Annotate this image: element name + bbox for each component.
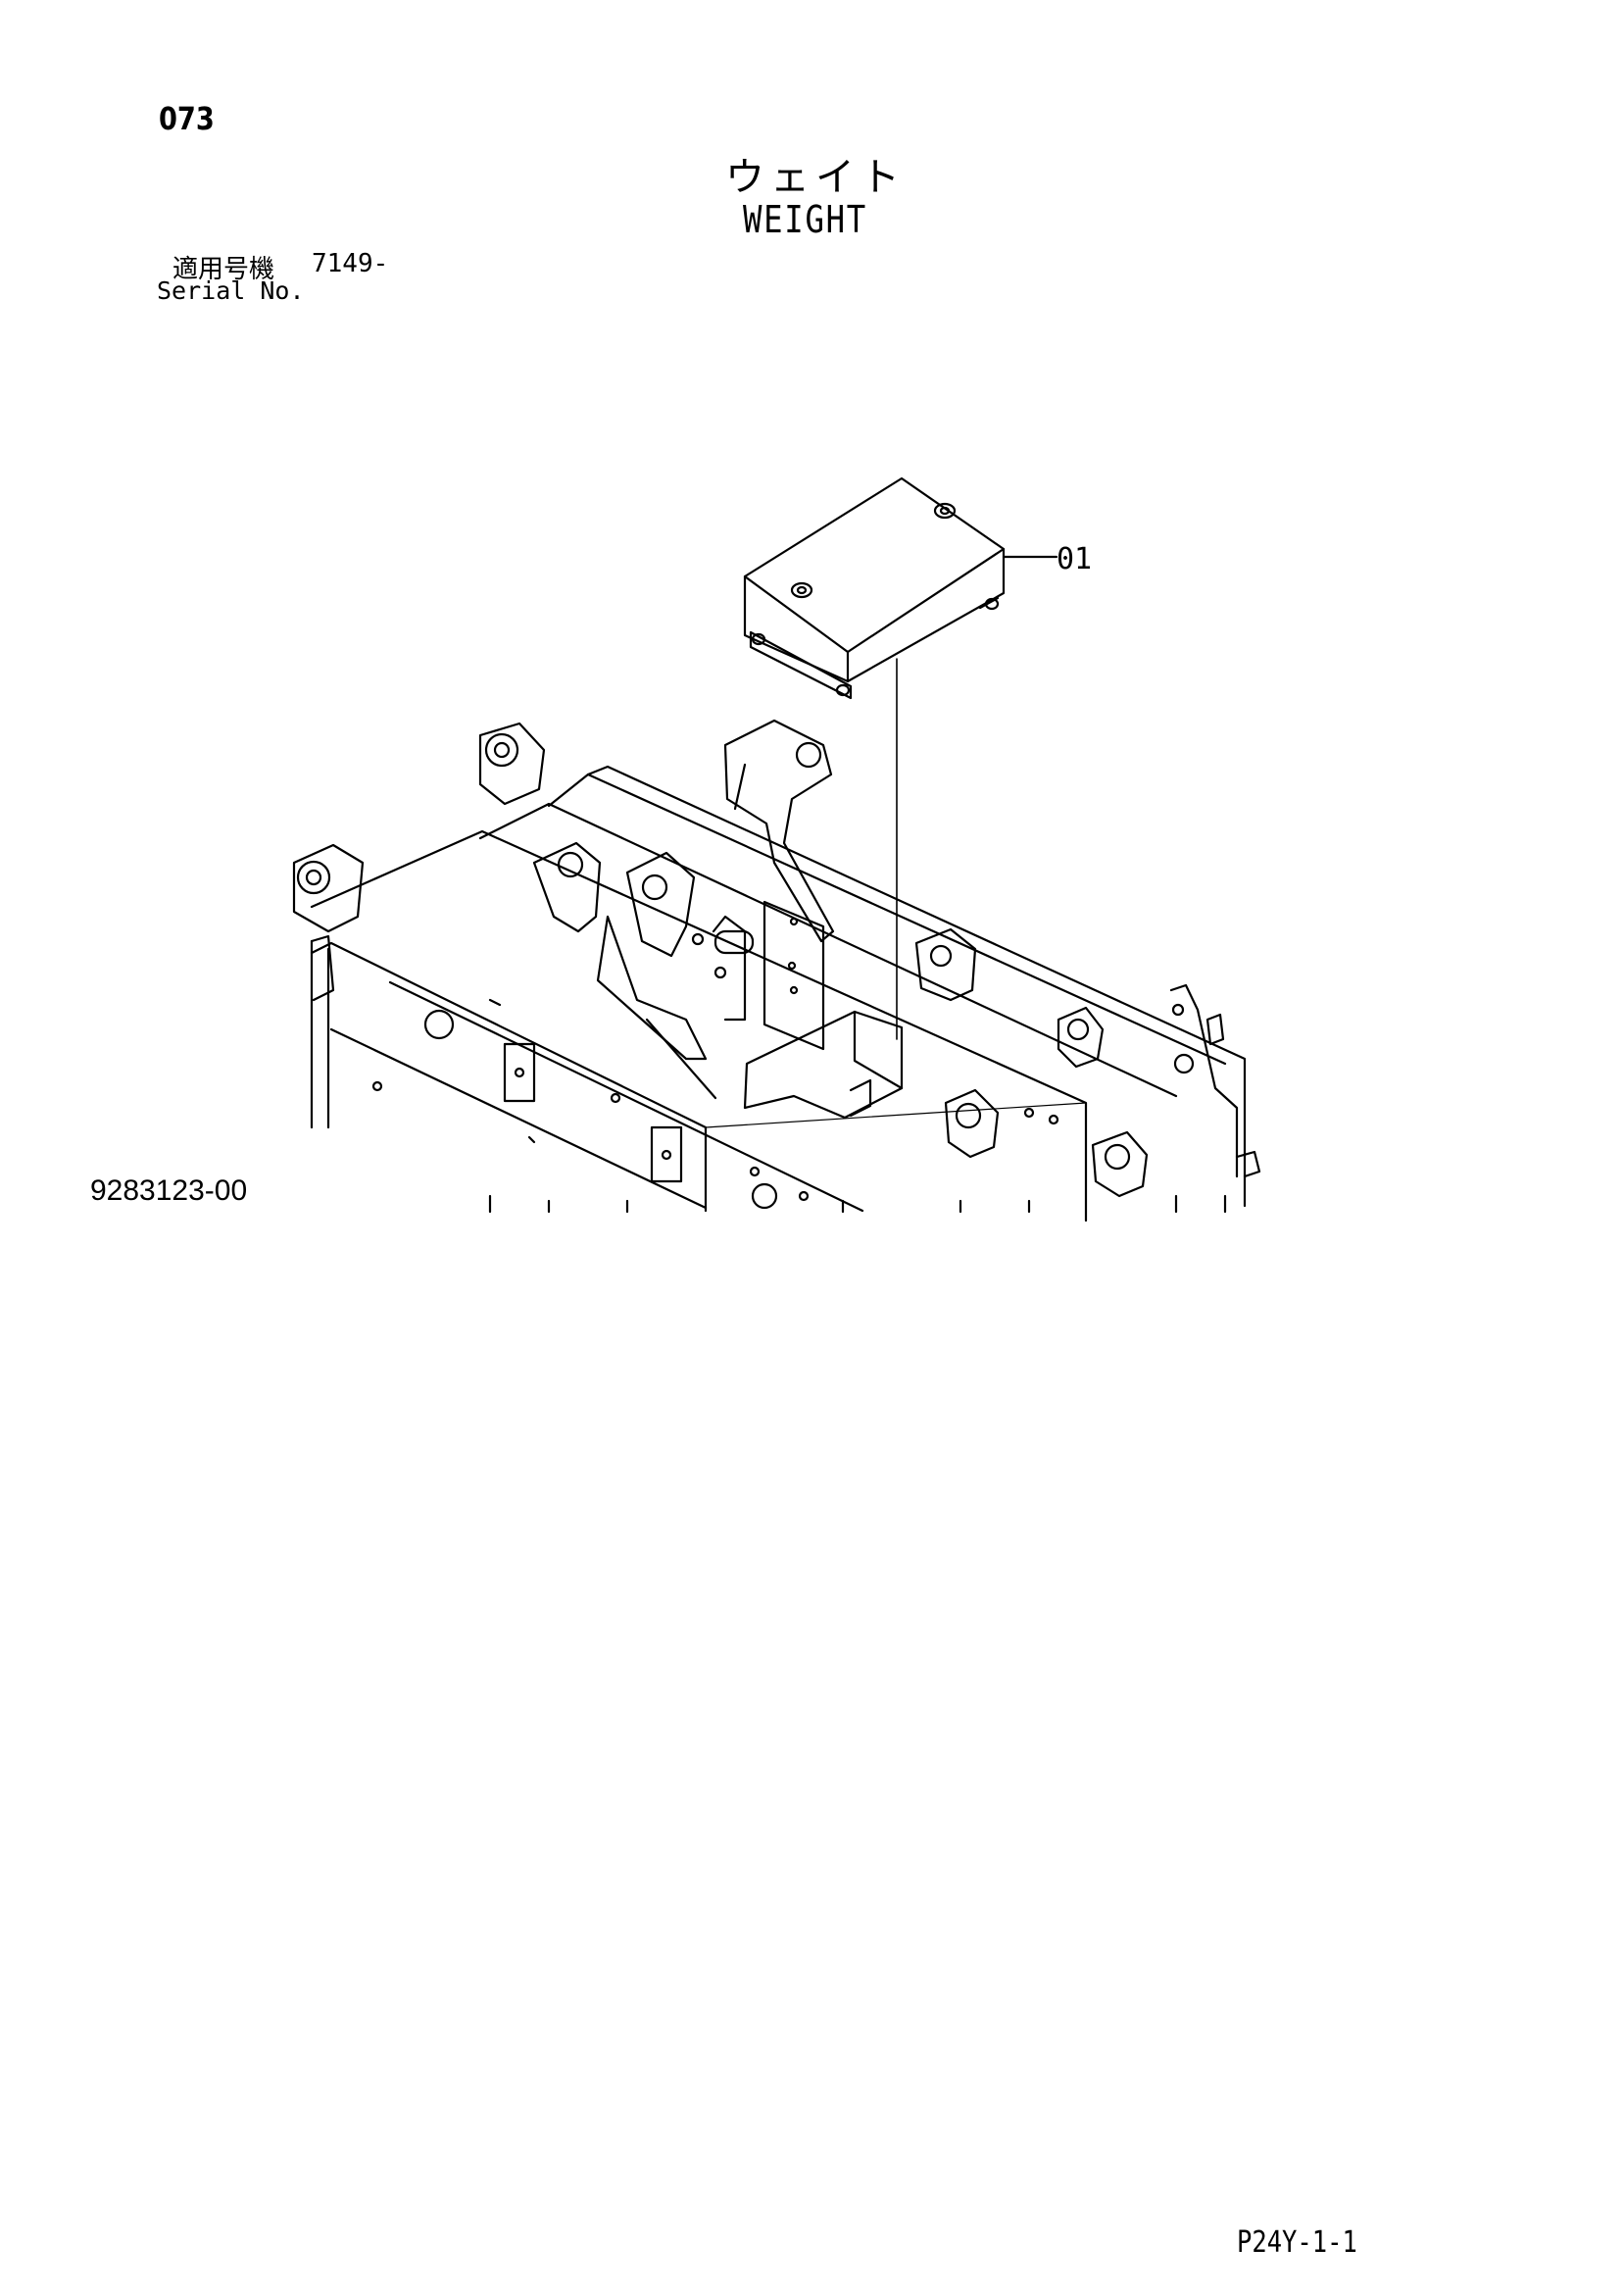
serial-label-japanese: 適用号機 [172,255,275,284]
serial-number-value: 7149- [312,249,389,278]
page-number: 073 [159,100,215,137]
weight-part-drawing [743,476,1006,700]
drawing-number: 9283123-00 [90,1174,248,1207]
page-code: P24Y-1-1 [1237,2225,1357,2260]
callout-label-01: 01 [1057,542,1092,576]
page-title-english: WEIGHT [743,198,867,241]
serial-label-english: Serial No. [157,276,305,305]
frame-drawing [292,719,1261,1223]
page-title-japanese: ウェイト [725,155,906,200]
